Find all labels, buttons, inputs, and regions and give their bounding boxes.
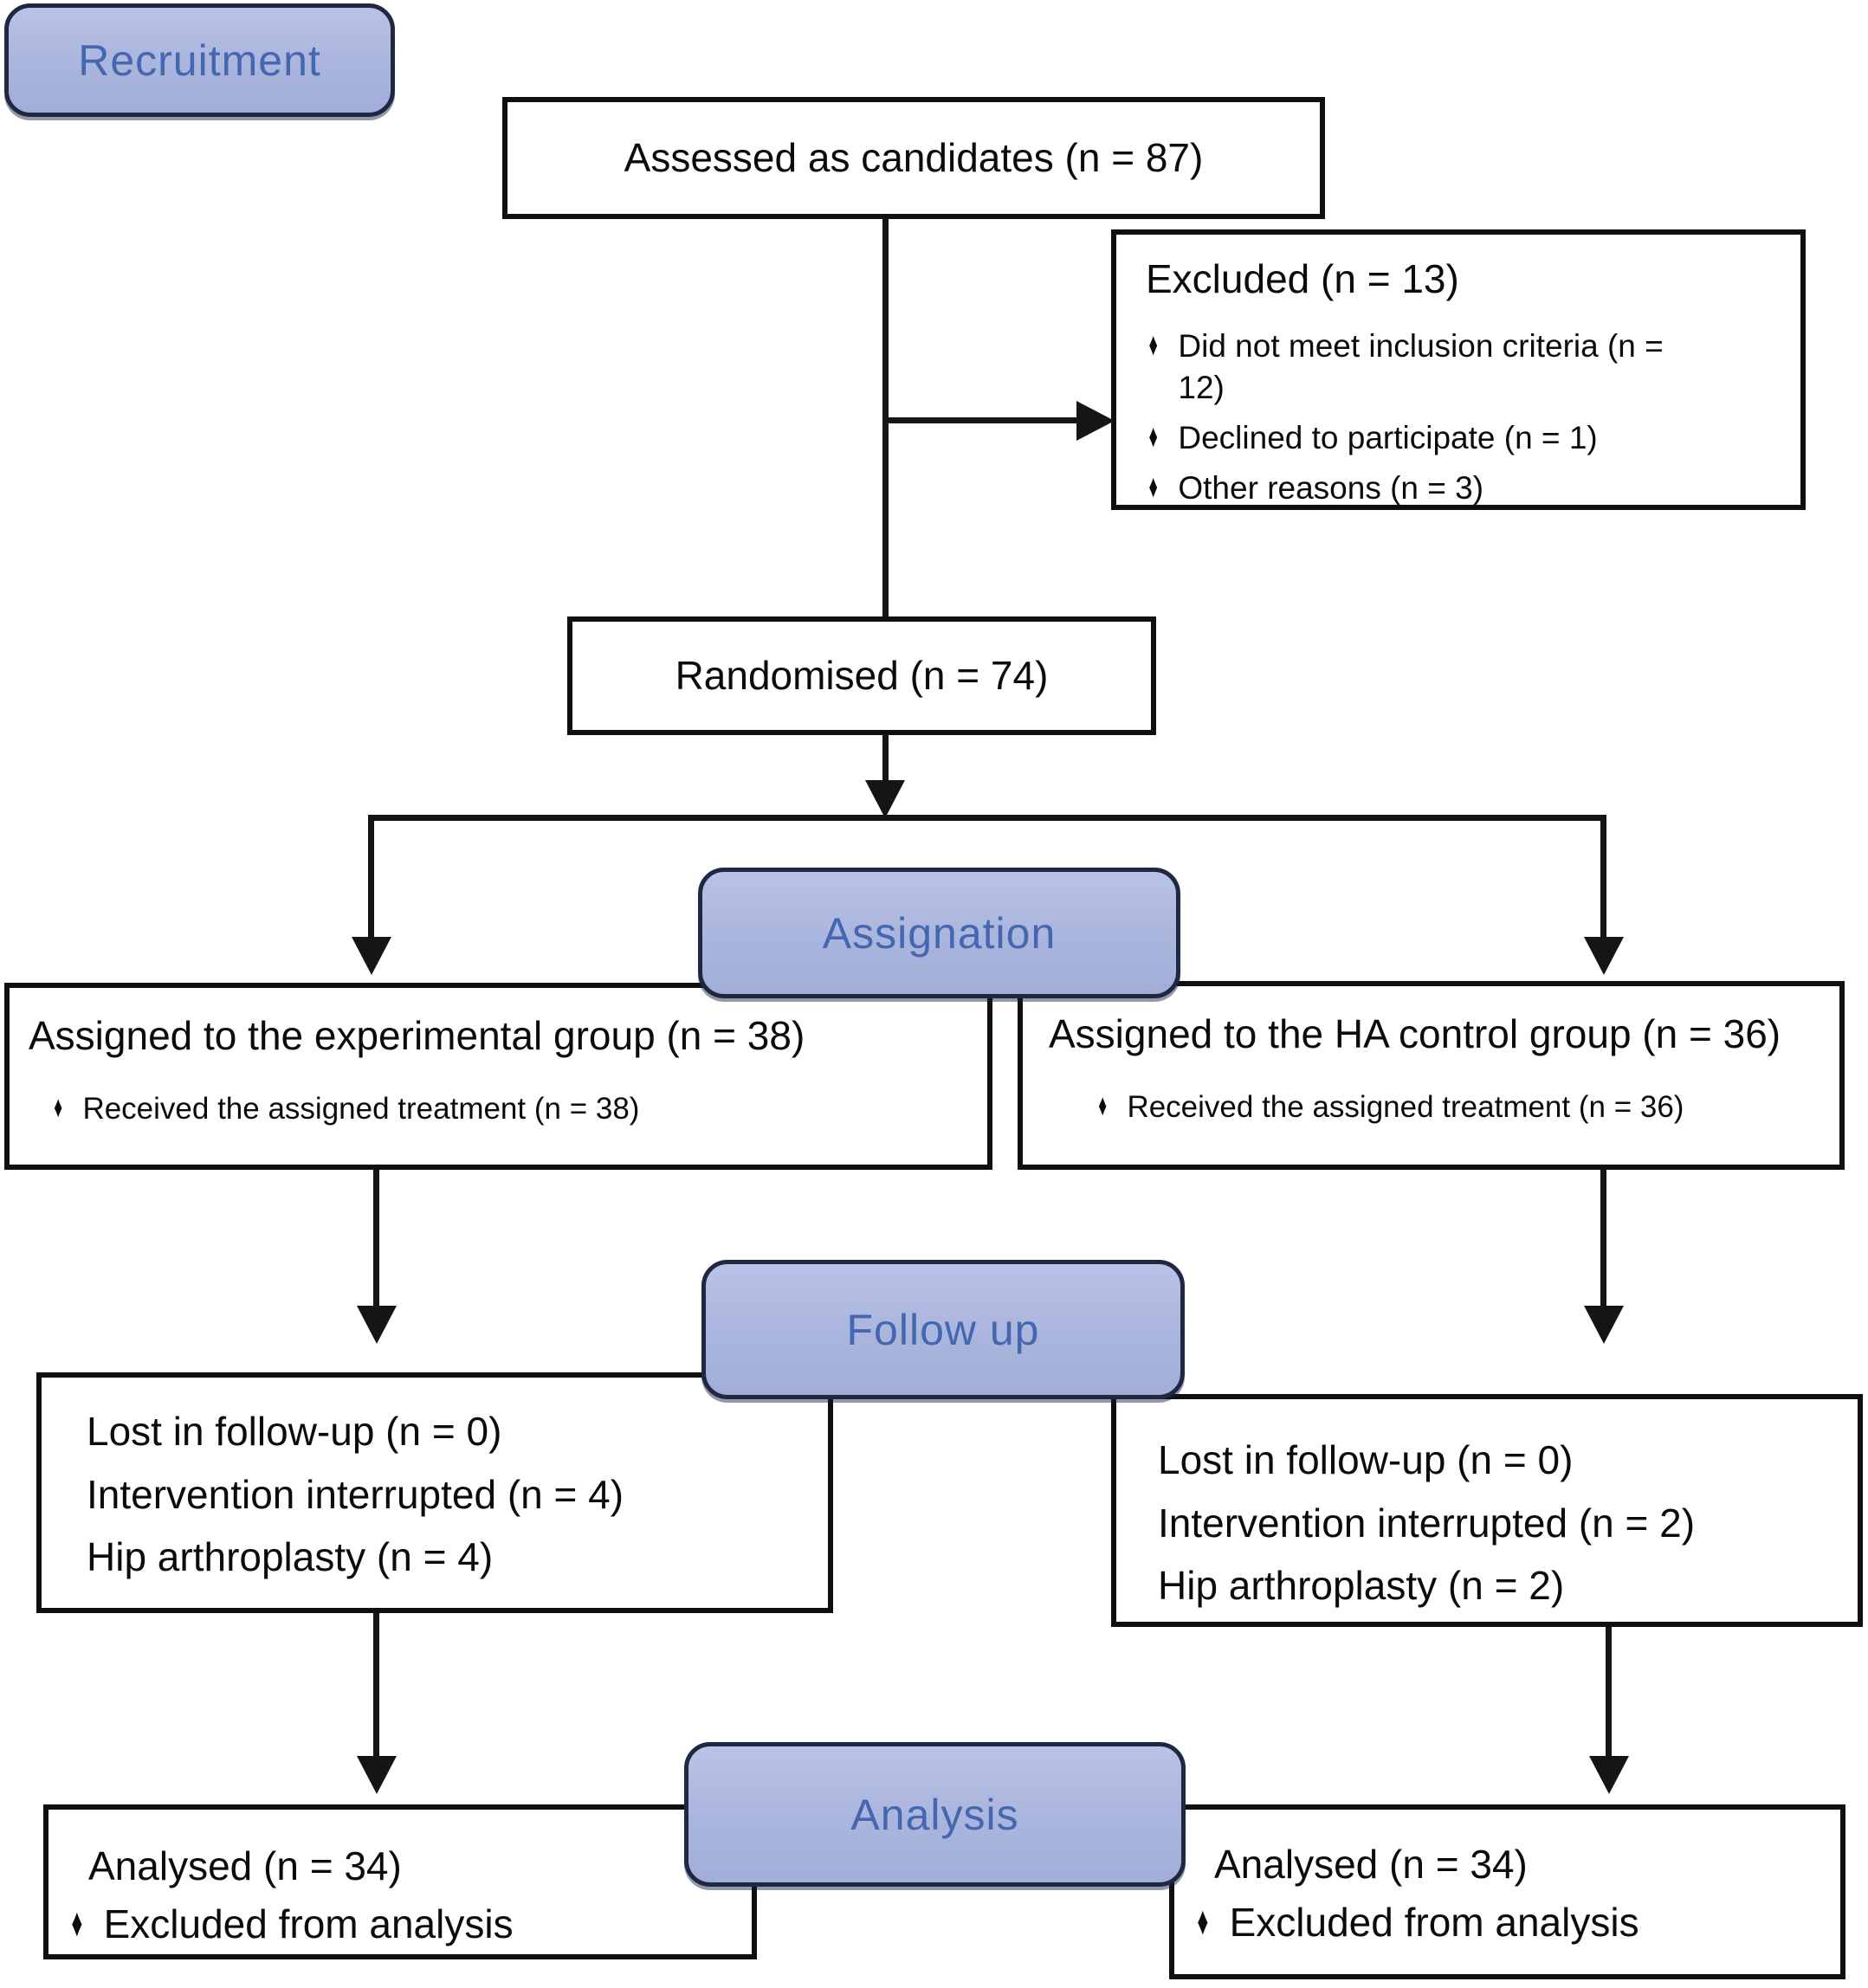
arrowhead-branch: [865, 780, 905, 818]
connector-left-followup-to-analysed: [373, 1612, 379, 1759]
arrowhead-excluded: [1076, 401, 1115, 441]
experimental-analysed-bullets: ♦ Excluded from analysis: [48, 1899, 752, 1951]
arrowhead-left-analysed: [357, 1756, 397, 1794]
experimental-group-title: Assigned to the experimental group (n = …: [29, 1013, 805, 1058]
experimental-group-bullets: ♦ Received the assigned treatment (n = 38…: [10, 1089, 987, 1129]
connector-branch-right: [1600, 815, 1606, 940]
bullet-item: ♦ Other reasons (n = 3): [1146, 468, 1774, 509]
stage-label-follow-up: Follow up: [846, 1305, 1040, 1354]
connector-right-group-to-followup: [1600, 1169, 1606, 1309]
control-analysed-bullets: ♦ Excluded from analysis: [1174, 1897, 1840, 1949]
stage-pill-recruitment: Recruitment: [4, 3, 395, 117]
bullet-item: ♦ Received the assigned treatment (n = 38…: [51, 1089, 987, 1129]
diamond-bullet-icon: ♦: [1197, 1899, 1209, 1944]
text-line: Hip arthroplasty (n = 2): [1158, 1554, 1858, 1617]
bullet-item: ♦ Did not meet inclusion criteria (n = 12…: [1146, 326, 1774, 409]
diamond-bullet-icon: ♦: [71, 1901, 83, 1946]
text-line: Intervention interrupted (n = 4): [87, 1463, 828, 1526]
bullet-text: Received the assigned treatment (n = 36): [1127, 1090, 1684, 1125]
excluded-bullet-list: ♦ Did not meet inclusion criteria (n = 12…: [1146, 326, 1774, 509]
control-followup-box: Lost in follow-up (n = 0) Intervention in…: [1111, 1394, 1863, 1627]
text-line: Lost in follow-up (n = 0): [1158, 1429, 1858, 1492]
bullet-text: Excluded from analysis: [1229, 1900, 1639, 1946]
text-line: Hip arthroplasty (n = 4): [87, 1526, 828, 1589]
connector-left-group-to-followup: [373, 1169, 379, 1309]
control-group-box: Assigned to the HA control group (n = 36…: [1018, 981, 1845, 1170]
line-text: Hip arthroplasty (n = 2): [1158, 1563, 1565, 1609]
branch-line: [371, 815, 1606, 821]
assessed-candidates-text: Assessed as candidates (n = 87): [624, 134, 1204, 180]
arrowhead-left-group: [352, 937, 391, 975]
excluded-box: Excluded (n = 13) ♦ Did not meet inclusio…: [1111, 229, 1806, 510]
line-text: Intervention interrupted (n = 4): [87, 1471, 624, 1517]
diamond-bullet-icon: ♦: [1098, 1088, 1108, 1122]
stage-pill-analysis: Analysis: [684, 1742, 1186, 1887]
bullet-item: ♦ Excluded from analysis: [68, 1899, 752, 1951]
stage-pill-assignation: Assignation: [698, 868, 1180, 998]
excluded-title: Excluded (n = 13): [1146, 256, 1459, 301]
arrowhead-right-analysed: [1589, 1756, 1629, 1794]
bullet-item: ♦ Declined to participate (n = 1): [1146, 417, 1774, 459]
stage-label-analysis: Analysis: [850, 1790, 1019, 1839]
control-analysed-box: Analysed (n = 34) ♦ Excluded from analysi…: [1169, 1804, 1845, 1979]
arrowhead-right-group: [1584, 937, 1624, 975]
connector-branch-left: [368, 815, 374, 940]
control-followup-lines: Lost in follow-up (n = 0) Intervention in…: [1158, 1429, 1858, 1617]
bullet-text: Other reasons (n = 3): [1178, 470, 1484, 507]
connector-right-followup-to-analysed: [1606, 1626, 1612, 1759]
bullet-text: Received the assigned treatment (n = 38): [82, 1092, 640, 1126]
arrowhead-right-followup: [1584, 1306, 1624, 1344]
connector-randomised-to-branch: [882, 734, 889, 784]
bullet-text: Excluded from analysis: [103, 1901, 514, 1947]
line-text: Lost in follow-up (n = 0): [1158, 1437, 1574, 1482]
text-line: Intervention interrupted (n = 2): [1158, 1492, 1858, 1555]
experimental-analysed-box: Analysed (n = 34) ♦ Excluded from analysi…: [43, 1804, 757, 1959]
experimental-analysed-title: Analysed (n = 34): [88, 1843, 402, 1888]
bullet-text: Did not meet inclusion criteria (n = 12): [1178, 328, 1664, 406]
randomised-text: Randomised (n = 74): [675, 652, 1049, 698]
connector-to-excluded: [882, 417, 1080, 423]
stage-label-assignation: Assignation: [822, 908, 1057, 958]
diamond-bullet-icon: ♦: [1148, 326, 1158, 363]
diamond-bullet-icon: ♦: [1148, 468, 1158, 505]
assessed-candidates-box: Assessed as candidates (n = 87): [502, 97, 1325, 219]
arrowhead-left-followup: [357, 1306, 397, 1344]
bullet-text: Declined to participate (n = 1): [1178, 420, 1598, 456]
line-text: Intervention interrupted (n = 2): [1158, 1500, 1696, 1546]
experimental-group-box: Assigned to the experimental group (n = …: [4, 983, 992, 1170]
stage-label-recruitment: Recruitment: [78, 36, 321, 85]
control-analysed-title: Analysed (n = 34): [1214, 1842, 1528, 1887]
line-text: Lost in follow-up (n = 0): [87, 1409, 502, 1454]
text-line: Lost in follow-up (n = 0): [87, 1400, 828, 1463]
control-group-title: Assigned to the HA control group (n = 36…: [1049, 1011, 1781, 1056]
line-text: Hip arthroplasty (n = 4): [87, 1534, 494, 1580]
bullet-item: ♦ Received the assigned treatment (n = 36…: [1096, 1088, 1839, 1127]
diamond-bullet-icon: ♦: [1148, 418, 1158, 455]
control-group-bullets: ♦ Received the assigned treatment (n = 36…: [1023, 1088, 1839, 1127]
experimental-followup-lines: Lost in follow-up (n = 0) Intervention in…: [87, 1400, 828, 1589]
randomised-box: Randomised (n = 74): [567, 616, 1156, 735]
bullet-item: ♦ Excluded from analysis: [1193, 1897, 1840, 1949]
stage-pill-follow-up: Follow up: [701, 1260, 1185, 1399]
diamond-bullet-icon: ♦: [54, 1089, 63, 1124]
experimental-followup-box: Lost in follow-up (n = 0) Intervention in…: [36, 1372, 833, 1613]
